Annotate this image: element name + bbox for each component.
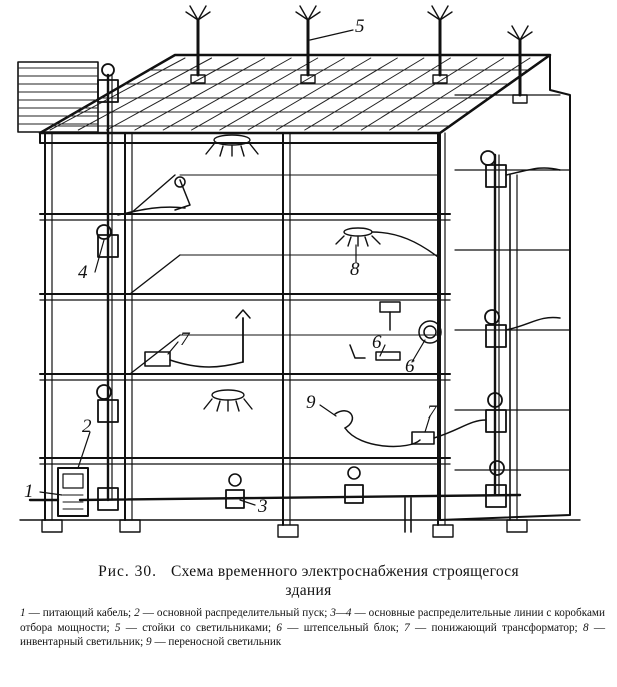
caption-title-2: здания: [285, 582, 332, 599]
legend-item-text: — основные распределительные линии с кор…: [20, 607, 605, 634]
caption-title-1: Схема временного электроснабжения строящ…: [171, 563, 519, 580]
callout-8a: 8: [350, 259, 360, 280]
legend-item-text: — основной распределительный пуск;: [139, 607, 331, 619]
legend-item-number: 6: [276, 621, 283, 634]
legend-item-text: — инвентарный светильник;: [20, 621, 606, 649]
legend-item-text: — понижающий трансформатор;: [409, 621, 583, 634]
callout-1: 1: [24, 481, 34, 502]
columns: [19, 132, 581, 538]
callout-7a: 7: [180, 329, 191, 350]
callout-9: 9: [306, 392, 316, 413]
horizontal-distribution-line: [78, 466, 522, 533]
inventory-lamps: [203, 134, 439, 412]
callout-4: 4: [78, 262, 88, 283]
legend-item-text: — переносной светильник: [151, 636, 282, 649]
callout-7b: 7: [427, 402, 438, 423]
legend-item-number: 2: [134, 607, 140, 619]
caption-line-1: Рис. 30. Схема временного электроснабжени…: [0, 562, 617, 581]
legend-item-number: 3—4: [330, 607, 352, 619]
callout-6a: 6: [405, 356, 415, 377]
right-wall: [439, 54, 571, 521]
legend-item-number: 5: [114, 621, 121, 634]
legend-item-number: 8: [582, 621, 589, 634]
distribution-risers: [96, 63, 507, 511]
callout-3: 3: [257, 496, 268, 517]
legend-item-text: — штепсельный блок;: [282, 621, 405, 634]
roof-slab: [38, 53, 552, 144]
legend-item-number: 7: [404, 621, 410, 634]
portable-equipment: [117, 167, 561, 448]
roof-lamp-masts: [185, 5, 533, 104]
callout-labels: 1 2 3 4 5 6 6 7 7 8 8 9: [24, 16, 438, 517]
main-distribution-board: [28, 467, 89, 517]
callout-leaders: [39, 29, 431, 506]
left-wall: [17, 61, 99, 133]
callout-6b: 6: [372, 332, 382, 353]
legend-item-number: 1: [20, 607, 26, 619]
figure-legend: 1 — питающий кабель; 2 — основной распре…: [20, 606, 605, 650]
figure-label: Рис. 30.: [98, 563, 157, 580]
figure-caption: Рис. 30. Схема временного электроснабжени…: [0, 562, 617, 600]
legend-item-text: — питающий кабель;: [25, 607, 135, 619]
legend-item-text: — стойки со светильниками;: [120, 621, 277, 634]
callout-2: 2: [82, 416, 92, 437]
legend-item-number: 9: [146, 636, 152, 649]
building-power-supply-diagram: 1 2 3 4 5 6 6 7 7 8 8 9: [17, 5, 581, 538]
floor-slabs: [39, 174, 451, 465]
callout-5: 5: [355, 16, 365, 37]
